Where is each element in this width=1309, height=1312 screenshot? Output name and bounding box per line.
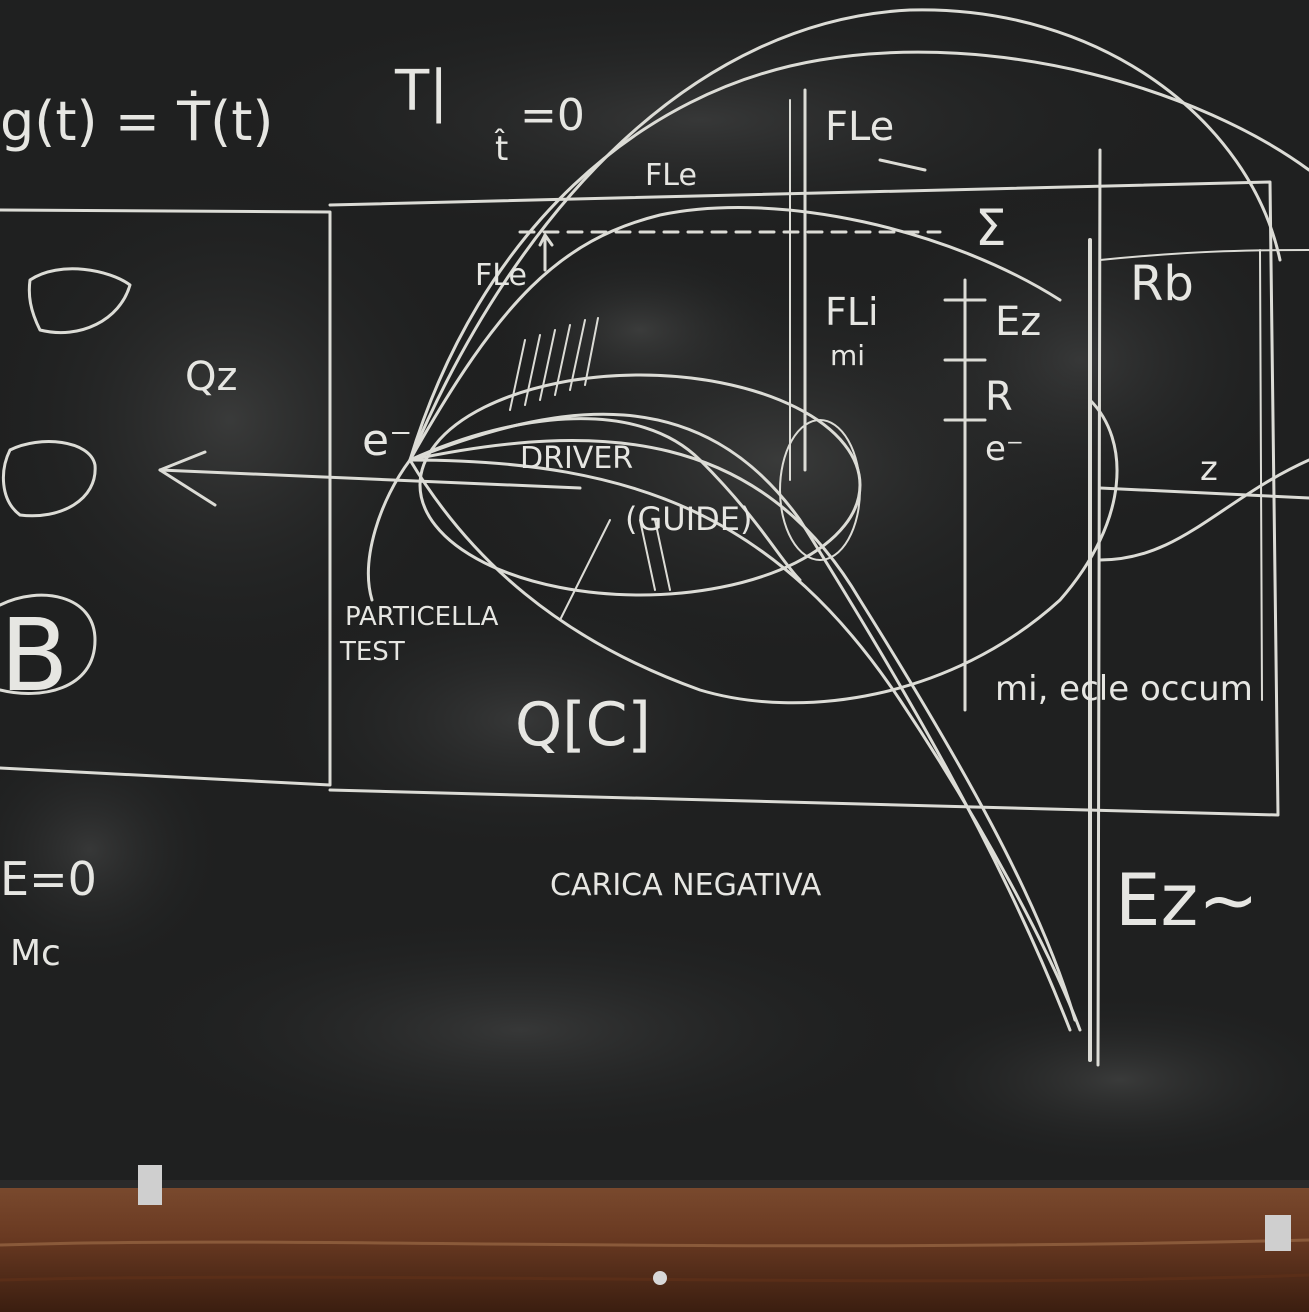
formula-t-hat: t̂ xyxy=(494,128,508,169)
label-b: B xyxy=(0,597,69,714)
eraser-smudges xyxy=(0,0,1309,1170)
frame-lines xyxy=(0,148,1280,1067)
label-ez-big: Ez~ xyxy=(1115,858,1259,942)
tray-clip-right xyxy=(1265,1215,1291,1251)
label-mi-occupy: mi, ecle occum xyxy=(995,669,1253,709)
formula-t-bar: T| xyxy=(394,59,448,124)
left-doodles xyxy=(0,267,132,695)
label-e-small: e⁻ xyxy=(985,429,1024,469)
label-r: R xyxy=(985,374,1013,420)
label-e-equals-zero: E=0 xyxy=(0,852,97,906)
axes xyxy=(158,88,1309,712)
label-q-of-c: Q[C] xyxy=(515,690,651,760)
label-f-le-mid: FLe xyxy=(645,158,697,193)
formula-equals-zero: =0 xyxy=(520,90,585,141)
label-electron: e⁻ xyxy=(362,415,412,466)
label-mc: Mc xyxy=(10,933,61,974)
chalk-labels: g(t) = Ṫ(t) T| t̂ =0 Qz e⁻ DRIVER (GUIDE… xyxy=(0,59,1259,974)
label-driver: DRIVER xyxy=(520,441,633,476)
label-carica-negativa: CARICA NEGATIVA xyxy=(550,868,822,903)
label-mi: mi xyxy=(830,339,865,372)
label-f-le-left: FLe xyxy=(475,258,527,293)
label-test: TEST xyxy=(339,637,405,667)
hatching xyxy=(509,317,671,621)
label-guide: (GUIDE) xyxy=(625,500,752,538)
label-rb: Rb xyxy=(1130,256,1194,312)
label-f-li: FLi xyxy=(825,290,879,334)
wake-curves xyxy=(367,8,1309,1032)
tray-screw xyxy=(653,1271,667,1285)
tray-clip-left xyxy=(138,1165,162,1205)
label-z: z xyxy=(1200,449,1218,489)
label-f-le-top: FLe xyxy=(825,104,894,150)
label-sigma: Σ xyxy=(975,199,1007,257)
label-particella: PARTICELLA xyxy=(345,602,499,632)
chalk-tray xyxy=(0,1165,1309,1312)
formula-g-of-t: g(t) = Ṫ(t) xyxy=(0,90,273,153)
label-ez-small: Ez xyxy=(995,299,1041,345)
label-qz: Qz xyxy=(185,354,237,400)
